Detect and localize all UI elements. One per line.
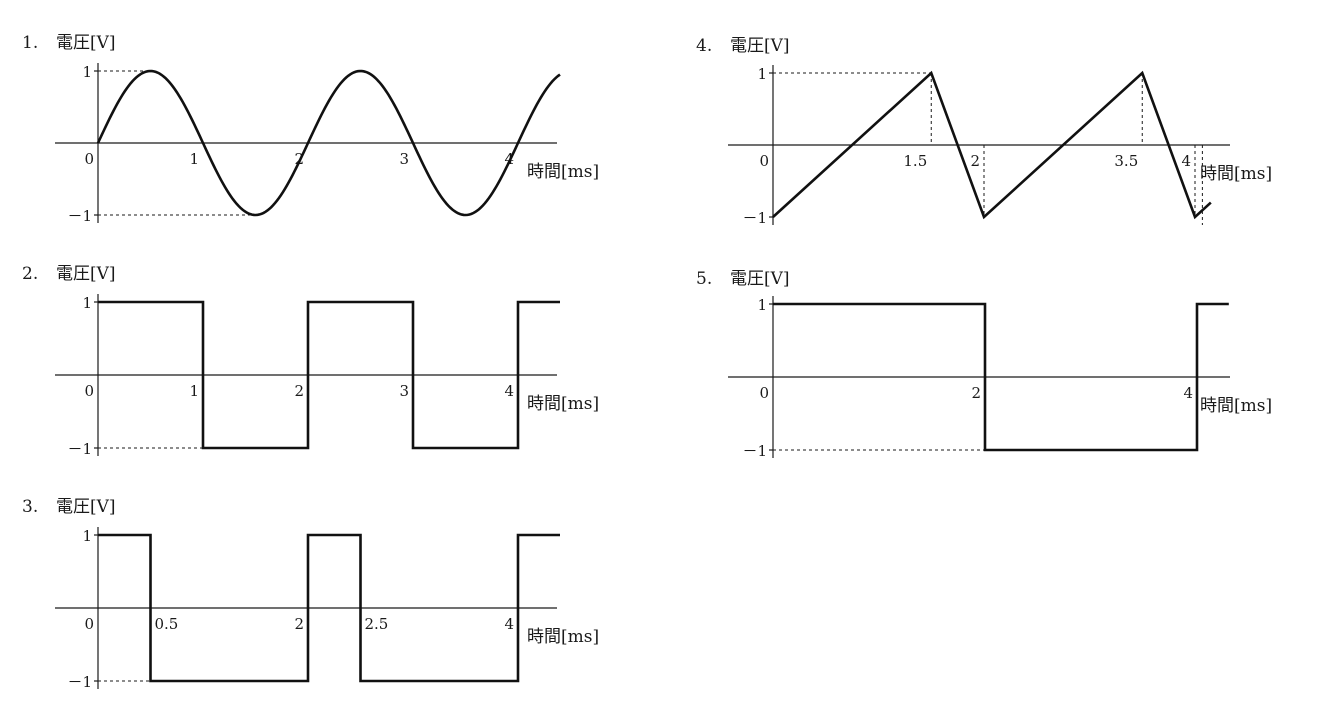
x-tick-label: 1 [189,150,199,168]
x-tick-label: 4 [1183,384,1193,402]
y-tick-label: －1 [742,209,767,227]
panel-number: 2. [22,264,38,284]
y-tick-label: －1 [67,440,92,458]
y-axis-label: 電圧[V] [56,497,116,517]
y-tick-label: 1 [82,527,92,545]
panel-number: 3. [22,497,38,517]
waveform-line [98,533,560,683]
x-tick-label: 2 [971,384,981,402]
y-tick-label: －1 [67,673,92,691]
x-axis-label: 時間[ms] [527,627,599,647]
panel-number: 1. [22,33,38,53]
x-tick-label: 3 [399,150,409,168]
x-tick-label: 2 [970,152,980,170]
y-axis-label: 電圧[V] [56,264,116,284]
panel-number: 5. [696,269,712,289]
x-tick-label: 0.5 [155,615,179,633]
y-axis-label: 電圧[V] [730,269,790,289]
x-tick-label: 4 [504,382,514,400]
y-tick-label: －1 [742,442,767,460]
y-tick-label: 1 [82,63,92,81]
y-tick-label: 1 [82,294,92,312]
x-tick-label: 3 [399,382,409,400]
y-tick-label: 1 [757,296,767,314]
x-tick-label: 0 [84,382,94,400]
x-tick-label: 2 [294,615,304,633]
x-tick-label: 1.5 [903,152,927,170]
x-tick-label: 0 [84,615,94,633]
x-tick-label: 1 [189,382,199,400]
x-tick-label: 2 [294,382,304,400]
x-tick-label: 0 [759,384,769,402]
x-tick-label: 0 [759,152,769,170]
x-tick-label: 3.5 [1114,152,1138,170]
panel-number: 4. [696,36,712,56]
y-axis-label: 電圧[V] [56,33,116,53]
y-tick-label: －1 [67,207,92,225]
chart-panel-5: 5. 電圧[V] 1 －1 0 2 4 時間[ms] [696,269,1272,460]
x-axis-label: 時間[ms] [1200,396,1272,416]
chart-panel-3: 3. 電圧[V] 1 －1 0 0.5 2 2.5 4 時間[ms] [22,497,599,691]
x-tick-label: 4 [1181,152,1191,170]
chart-panel-2: 2. 電圧[V] 1 －1 0 1 2 3 4 時間[ms] [22,264,599,458]
waveform-line [98,300,560,450]
x-axis-label: 時間[ms] [527,162,599,182]
x-tick-label: 4 [504,615,514,633]
x-axis-label: 時間[ms] [527,394,599,414]
waveform-line [96,69,561,217]
waveform-line [772,70,1212,220]
x-tick-label: 2.5 [365,615,389,633]
chart-panel-4: 4. 電圧[V] 1 －1 0 1.5 2 3.5 4 時間[ms] [696,36,1272,227]
y-axis-label: 電圧[V] [730,36,790,56]
waveform-line [773,302,1229,452]
y-tick-label: 1 [757,65,767,83]
x-axis-label: 時間[ms] [1200,164,1272,184]
x-tick-label: 0 [84,150,94,168]
